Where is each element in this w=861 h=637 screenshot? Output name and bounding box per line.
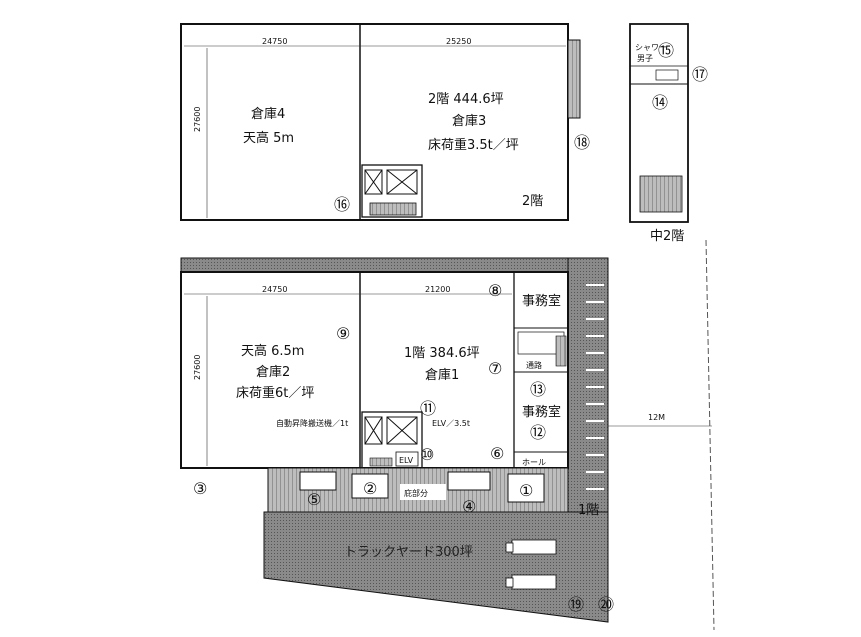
- floor2-elevator-core: [361, 164, 423, 218]
- floor1-passage: 通路: [526, 360, 542, 370]
- floor1-dim-left: 24750: [262, 285, 287, 294]
- warehouse2-ceiling: 天高 6.5m: [241, 343, 304, 359]
- marker-2: ②: [363, 479, 377, 498]
- marker-19: ⑲: [568, 595, 584, 614]
- conveyor-label: 自動昇降搬送機／1t: [276, 418, 348, 428]
- mezzanine-shower-label: シャワー: [635, 43, 667, 52]
- marker-7: ⑦: [488, 359, 502, 378]
- marker-6: ⑥: [490, 444, 504, 463]
- warehouse1-name: 倉庫1: [425, 368, 459, 383]
- warehouse4-ceiling: 天高 5m: [243, 130, 294, 146]
- marker-10: ⑩: [420, 445, 434, 464]
- road-width: 12M: [648, 413, 665, 422]
- floor2-dim-height: 27600: [193, 107, 202, 132]
- elv-label: ELV／3.5t: [432, 419, 470, 428]
- floor1-plan: 事務室 通路 事務室 ホール 24750 21200 27600 ELV 天高 …: [180, 239, 715, 631]
- floor1-dim-right: 21200: [425, 285, 450, 294]
- marker-18: ⑱: [574, 133, 590, 152]
- floor1-office-mid: 事務室: [522, 404, 561, 420]
- marker-14: ⑭: [652, 93, 668, 112]
- warehouse3-load: 床荷重3.5t／坪: [428, 137, 519, 153]
- photo-markers: ① ② ③ ④ ⑤ ⑥ ⑦ ⑧ ⑨ ⑩ ⑪ ⑫ ⑬ ⑭ ⑮ ⑯ ⑰ ⑱ ⑲ ⑳: [193, 41, 708, 614]
- marker-1: ①: [519, 481, 533, 500]
- floor2-floor-label: 2階: [522, 194, 543, 209]
- dock-doors: [299, 471, 545, 503]
- truck-yard: [263, 511, 609, 623]
- mezzanine-outline: [629, 23, 689, 223]
- floor2-side-stair: [567, 39, 581, 119]
- marker-12: ⑫: [530, 423, 546, 442]
- marker-9: ⑨: [336, 324, 350, 343]
- marker-15: ⑮: [658, 41, 674, 60]
- marker-13: ⑬: [530, 380, 546, 399]
- mezzanine-stair: [639, 175, 683, 213]
- warehouse2-load: 床荷重6t／坪: [236, 385, 314, 401]
- parking-bays: [586, 284, 604, 490]
- mezzanine-floor-label: 中2階: [650, 229, 684, 244]
- floor2-dim-left: 24750: [262, 37, 287, 46]
- warehouse4-name: 倉庫4: [251, 107, 285, 122]
- floor1-top-band: [180, 257, 580, 273]
- floor1-area: 1階 384.6坪: [404, 346, 480, 361]
- eaves-label: 庇部分: [404, 488, 428, 498]
- mezzanine-toilet-label: 男子: [637, 54, 653, 63]
- floor1-elv-small: ELV: [399, 456, 414, 465]
- floor2-outline: [180, 23, 569, 221]
- truck-yard-label: トラックヤード300坪: [344, 545, 473, 560]
- floor1-floor-label: 1階: [578, 503, 599, 518]
- marker-11: ⑪: [420, 399, 436, 418]
- floor2-area: 2階 444.6坪: [428, 92, 504, 107]
- floor2-dim-right: 25250: [446, 37, 471, 46]
- floor2-plan: 24750 25250 27600 倉庫4 天高 5m 2階 444.6坪 倉庫…: [180, 23, 581, 221]
- mezzanine-plan: シャワー 男子 中2階: [629, 23, 689, 244]
- marker-5: ⑤: [307, 490, 321, 509]
- marker-20: ⑳: [598, 595, 614, 614]
- floor1-dim-height: 27600: [193, 355, 202, 380]
- floor1-outline: [180, 271, 569, 469]
- marker-4: ④: [462, 497, 476, 516]
- marker-8: ⑧: [488, 281, 502, 300]
- marker-3: ③: [193, 479, 207, 498]
- warehouse3-name: 倉庫3: [452, 114, 486, 129]
- truck-icon: [505, 539, 557, 590]
- floor1-office-top: 事務室: [522, 293, 561, 309]
- warehouse2-name: 倉庫2: [256, 365, 290, 380]
- marker-17: ⑰: [692, 65, 708, 84]
- marker-16: ⑯: [334, 195, 350, 214]
- floor1-hall: ホール: [522, 458, 546, 467]
